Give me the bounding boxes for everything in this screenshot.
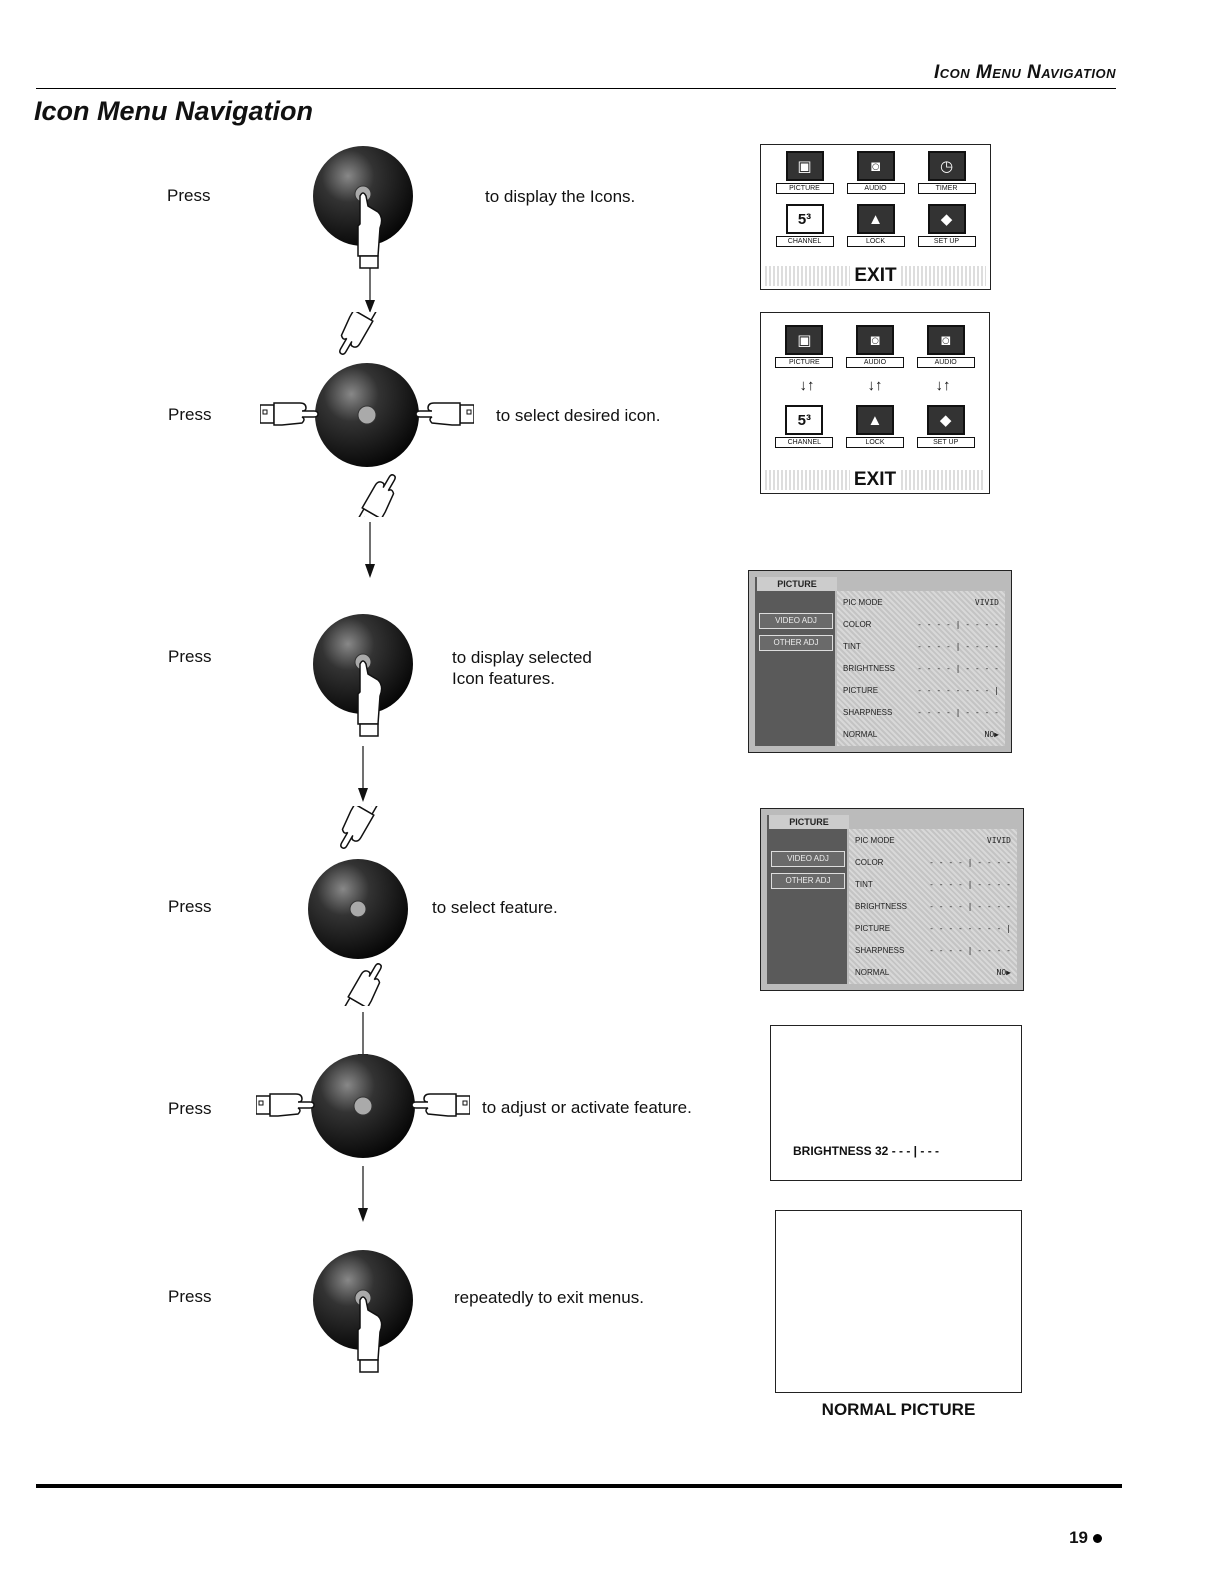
speaker-icon: ◙ bbox=[855, 325, 894, 355]
down-hand-icon bbox=[354, 469, 404, 517]
press-label-3: Press bbox=[168, 647, 212, 666]
setup-icon: ◆ bbox=[927, 204, 966, 234]
navigation-knob-up-down-icon bbox=[308, 806, 408, 1006]
menu-tab: PICTURE bbox=[769, 815, 849, 829]
tv-picture-icon: ▣ bbox=[785, 325, 824, 355]
menu-row: BRIGHTNESS- - - - | - - - - bbox=[855, 901, 1011, 911]
step-4-instruction: to select feature. bbox=[432, 898, 558, 917]
normal-picture-screen bbox=[775, 1210, 1022, 1393]
step-3-instruction: to display selected Icon features. bbox=[452, 648, 592, 688]
menu-side-item: VIDEO ADJ bbox=[771, 851, 845, 867]
speaker-icon: ◙ bbox=[856, 151, 895, 181]
menu-row: SHARPNESS- - - - | - - - - bbox=[843, 708, 999, 718]
right-hand-icon bbox=[415, 402, 474, 426]
up-hand-icon bbox=[332, 806, 382, 854]
exit-bar: EXIT bbox=[765, 265, 986, 286]
menu-button-knob-icon bbox=[313, 614, 413, 737]
press-label-5: Press bbox=[168, 1099, 212, 1118]
step-5-instruction: to adjust or activate feature. bbox=[482, 1098, 692, 1117]
menu-row: BRIGHTNESS- - - - | - - - - bbox=[843, 663, 999, 673]
speaker-icon: ◙ bbox=[926, 325, 965, 355]
menu-side-item: OTHER ADJ bbox=[759, 635, 833, 651]
channel-icon: 5³ bbox=[785, 405, 824, 435]
page-title: Icon Menu Navigation bbox=[34, 96, 314, 126]
tv-picture-icon: ▣ bbox=[785, 151, 824, 181]
nav-arrows: ↓↑↓↑↓↑ bbox=[799, 377, 951, 394]
menu-side-panel bbox=[755, 577, 835, 746]
navigation-knob-four-direction-icon bbox=[260, 312, 474, 517]
channel-icon: 5³ bbox=[785, 204, 824, 234]
running-head: Icon Menu Navigation bbox=[933, 62, 1116, 83]
menu-side-item: OTHER ADJ bbox=[771, 873, 845, 889]
page-number: 19 bbox=[1069, 1528, 1102, 1548]
up-hand-icon bbox=[331, 312, 381, 360]
exit-bar: EXIT bbox=[765, 469, 985, 490]
clock-icon: ◷ bbox=[927, 151, 966, 181]
left-hand-icon bbox=[256, 1093, 315, 1117]
menu-button-knob-icon bbox=[313, 1250, 413, 1373]
right-hand-icon bbox=[411, 1093, 470, 1117]
brightness-adjust-screen: BRIGHTNESS 32 - - - | - - - bbox=[770, 1025, 1022, 1181]
press-label-2: Press bbox=[168, 405, 212, 424]
bullet-icon bbox=[1093, 1534, 1102, 1544]
menu-row: PICTURE- - - - - - - - | bbox=[855, 924, 1011, 934]
menu-tab: PICTURE bbox=[757, 577, 837, 591]
top-rule bbox=[36, 88, 1116, 89]
menu-row: SHARPNESS- - - - | - - - - bbox=[855, 946, 1011, 956]
menu-button-knob-icon bbox=[313, 146, 413, 269]
lock-icon: ▲ bbox=[856, 204, 895, 234]
menu-row: PICTURE- - - - - - - - | bbox=[843, 686, 999, 696]
setup-icon: ◆ bbox=[926, 405, 965, 435]
navigation-knob-left-right-icon bbox=[256, 1054, 470, 1158]
lock-icon: ▲ bbox=[855, 405, 894, 435]
left-hand-icon bbox=[260, 402, 319, 426]
normal-picture-caption: NORMAL PICTURE bbox=[821, 1400, 976, 1419]
down-arrow-icon bbox=[358, 746, 368, 802]
bottom-rule bbox=[36, 1484, 1122, 1488]
menu-side-item: VIDEO ADJ bbox=[759, 613, 833, 629]
press-label-1: Press bbox=[167, 186, 211, 205]
step-1-instruction: to display the Icons. bbox=[485, 187, 636, 206]
down-arrow-icon bbox=[365, 268, 375, 313]
menu-row: COLOR- - - - | - - - - bbox=[843, 619, 999, 629]
press-label-6: Press bbox=[168, 1287, 212, 1306]
press-label-4: Press bbox=[168, 897, 212, 916]
down-arrow-icon bbox=[358, 1166, 368, 1222]
brightness-osd: BRIGHTNESS 32 - - - | - - - bbox=[793, 1144, 940, 1158]
menu-side-panel bbox=[767, 815, 847, 984]
menu-row: TINT- - - - | - - - - bbox=[855, 879, 1011, 889]
menu-row: TINT- - - - | - - - - bbox=[843, 641, 999, 651]
down-hand-icon bbox=[340, 958, 390, 1006]
menu-row: COLOR- - - - | - - - - bbox=[855, 857, 1011, 867]
down-arrow-icon bbox=[365, 522, 375, 578]
step-2-instruction: to select desired icon. bbox=[496, 406, 661, 425]
step-6-instruction: repeatedly to exit menus. bbox=[454, 1288, 644, 1307]
